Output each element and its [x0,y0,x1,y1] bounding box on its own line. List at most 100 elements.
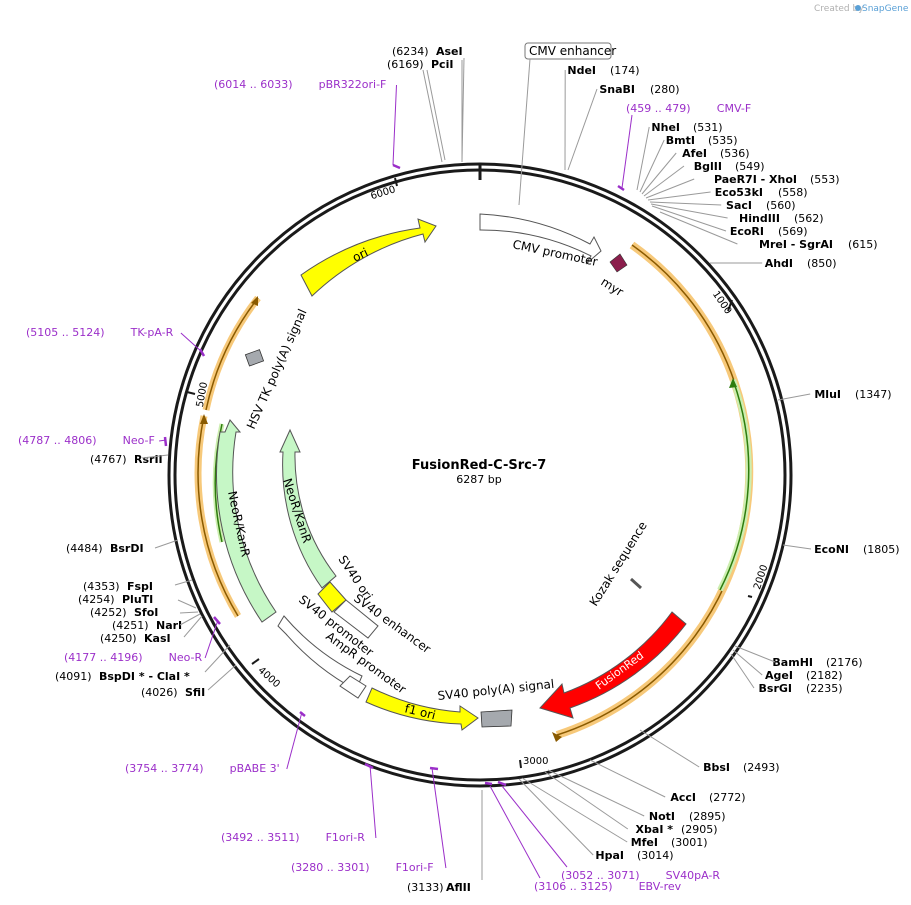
site-name: NarI [156,619,182,632]
primer-sv40pa-r[interactable]: (3052 .. 3071)SV40pA-R [497,780,720,882]
site-name: BsrGI [759,682,792,695]
site-paer7i[interactable]: PaeR7I - XhoI(553) [645,173,840,199]
site-noti[interactable]: NotI(2895) [547,769,726,823]
site-name: AfeI [682,147,707,160]
site-leader [544,771,629,830]
site-leader [154,539,179,549]
primer-name: Neo-R [169,651,203,664]
site-leader [567,88,598,171]
site-xbai[interactable]: XbaI *(2905) [544,771,718,836]
site-position: (4026) [141,686,178,699]
site-position: (4251) [112,619,149,632]
site-nari[interactable]: (4251) NarI [112,613,201,632]
site-rsrii[interactable]: (4767)RsrII [90,453,169,466]
primer-cmv-f[interactable]: (459 .. 479)CMV-F [617,102,751,192]
site-ahdi[interactable]: AhdI(850) [710,257,837,270]
site-leader [547,769,645,817]
site-hpai[interactable]: HpaI(3014) [518,778,674,862]
site-pcii[interactable]: (6169)PciI [387,58,453,163]
sv40-polya-box[interactable] [480,709,513,728]
primer-neo-f[interactable]: (4787 .. 4806)Neo-F [18,434,168,447]
sv40-enhancer-feature[interactable] [333,599,379,639]
site-snabi[interactable]: SnaBI(280) [567,83,680,171]
site-ndei[interactable]: NdeI(174) [564,64,640,171]
hsv-tk-polya-box[interactable] [244,349,265,367]
primer-tk-pa-r[interactable]: (5105 .. 5124)TK-pA-R [26,326,206,357]
site-position: (569) [778,225,808,238]
neo-kan-outer-arrow[interactable] [216,419,277,623]
neo-kan-inner-arrow[interactable] [279,428,337,589]
credit-text: Created by [814,4,864,14]
site-mfei[interactable]: MfeI(3001) [521,777,708,849]
site-position: (531) [693,121,723,134]
site-aflii[interactable]: (3133)AflII [407,790,483,894]
site-bsrgi[interactable]: BsrGI(2235) [730,653,843,695]
site-position: (4091) [55,670,92,683]
site-leader [645,178,695,199]
site-ecori[interactable]: EcoRI(569) [651,205,808,238]
primer-leader [286,711,303,770]
site-sfii[interactable]: (4026)SfiI [141,664,237,699]
ori-arrow[interactable] [300,218,437,297]
site-bmti[interactable]: BmtI(535) [639,134,738,193]
site-position: (3014) [637,849,674,862]
site-econi[interactable]: EcoNI(1805) [782,543,900,556]
kozak-feature[interactable] [629,577,643,590]
site-asei[interactable]: (6234)AseI [392,45,465,163]
primer-range: (5105 .. 5124) [26,326,105,339]
primer-pbabe-3-[interactable]: (3754 .. 3774)pBABE 3' [125,711,306,775]
site-position: (2182) [806,669,843,682]
site-position: (850) [807,257,837,270]
site-bsrdi[interactable]: (4484)BsrDI [66,539,179,555]
cmv-promoter-arrow[interactable] [479,213,602,265]
credit-brand[interactable]: SnapGene [862,4,909,14]
primer-leader [489,785,541,879]
site-leader [639,729,700,768]
site-bamhi[interactable]: BamHI(2176) [734,645,863,669]
site-leader [639,139,665,193]
primer-range: (4787 .. 4806) [18,434,97,447]
site-name: NdeI [567,64,596,77]
site-bglii[interactable]: BglII(549) [643,160,765,197]
primer-neo-r[interactable]: (4177 .. 4196)Neo-R [64,616,221,664]
site-eco53ki[interactable]: Eco53kI(558) [647,186,808,201]
site-agei[interactable]: AgeI(2182) [732,649,843,682]
green-orf-right[interactable] [717,378,752,592]
site-bspdi[interactable]: (4091)BspDI * - ClaI * [55,644,231,683]
site-leader [650,203,728,219]
site-leader [204,644,231,673]
primer-mark [429,766,439,771]
site-pluti[interactable]: (4254)PluTI [78,593,197,609]
site-saci[interactable]: SacI(560) [649,199,796,212]
f1-ori-arrow[interactable] [365,687,479,731]
kozak-label: Kozak sequence [587,519,650,609]
myr-feature[interactable] [609,253,628,273]
site-nhei[interactable]: NheI(531) [636,121,723,191]
fusionred-arrow[interactable] [539,611,687,719]
pcii-leader [426,69,446,161]
primer-ebv-rev[interactable]: (3106 .. 3125)EBV-rev [484,781,682,893]
site-sfoi[interactable]: (4252)SfoI [90,606,199,619]
site-mlui[interactable]: MluI(1347) [777,388,892,401]
site-name: NotI [649,810,675,823]
primer-pbr322ori-f[interactable]: (6014 .. 6033)pBR322ori-F [214,78,401,170]
primer-mark [484,781,493,786]
site-leader [521,777,628,843]
primer-f1ori-r[interactable]: (3492 .. 3511)F1ori-R [221,762,377,844]
cmv-enhancer-box[interactable] [524,42,612,60]
primer-range: (3052 .. 3071) [561,869,640,882]
site-afei[interactable]: AfeI(536) [641,147,750,195]
primer-mark [213,616,221,625]
site-kasi[interactable]: (4250)KasI [100,615,203,645]
site-position: (560) [766,199,796,212]
site-fspi[interactable]: (4353)FspI [83,579,193,593]
green-orf-right-arrowhead-icon [729,378,737,388]
site-acci[interactable]: AccI(2772) [589,759,746,804]
site-hindiii[interactable]: HindIII(562) [650,203,824,225]
site-name: MluI [814,388,841,401]
site-mrei[interactable]: MreI - SgrAI(615) [659,211,878,251]
ampr-promoter-arrow[interactable] [339,675,367,699]
primer-f1ori-f[interactable]: (3280 .. 3301)F1ori-F [291,766,447,874]
sv40-promoter-arrow[interactable] [277,615,363,691]
site-bbsi[interactable]: BbsI(2493) [639,729,780,774]
